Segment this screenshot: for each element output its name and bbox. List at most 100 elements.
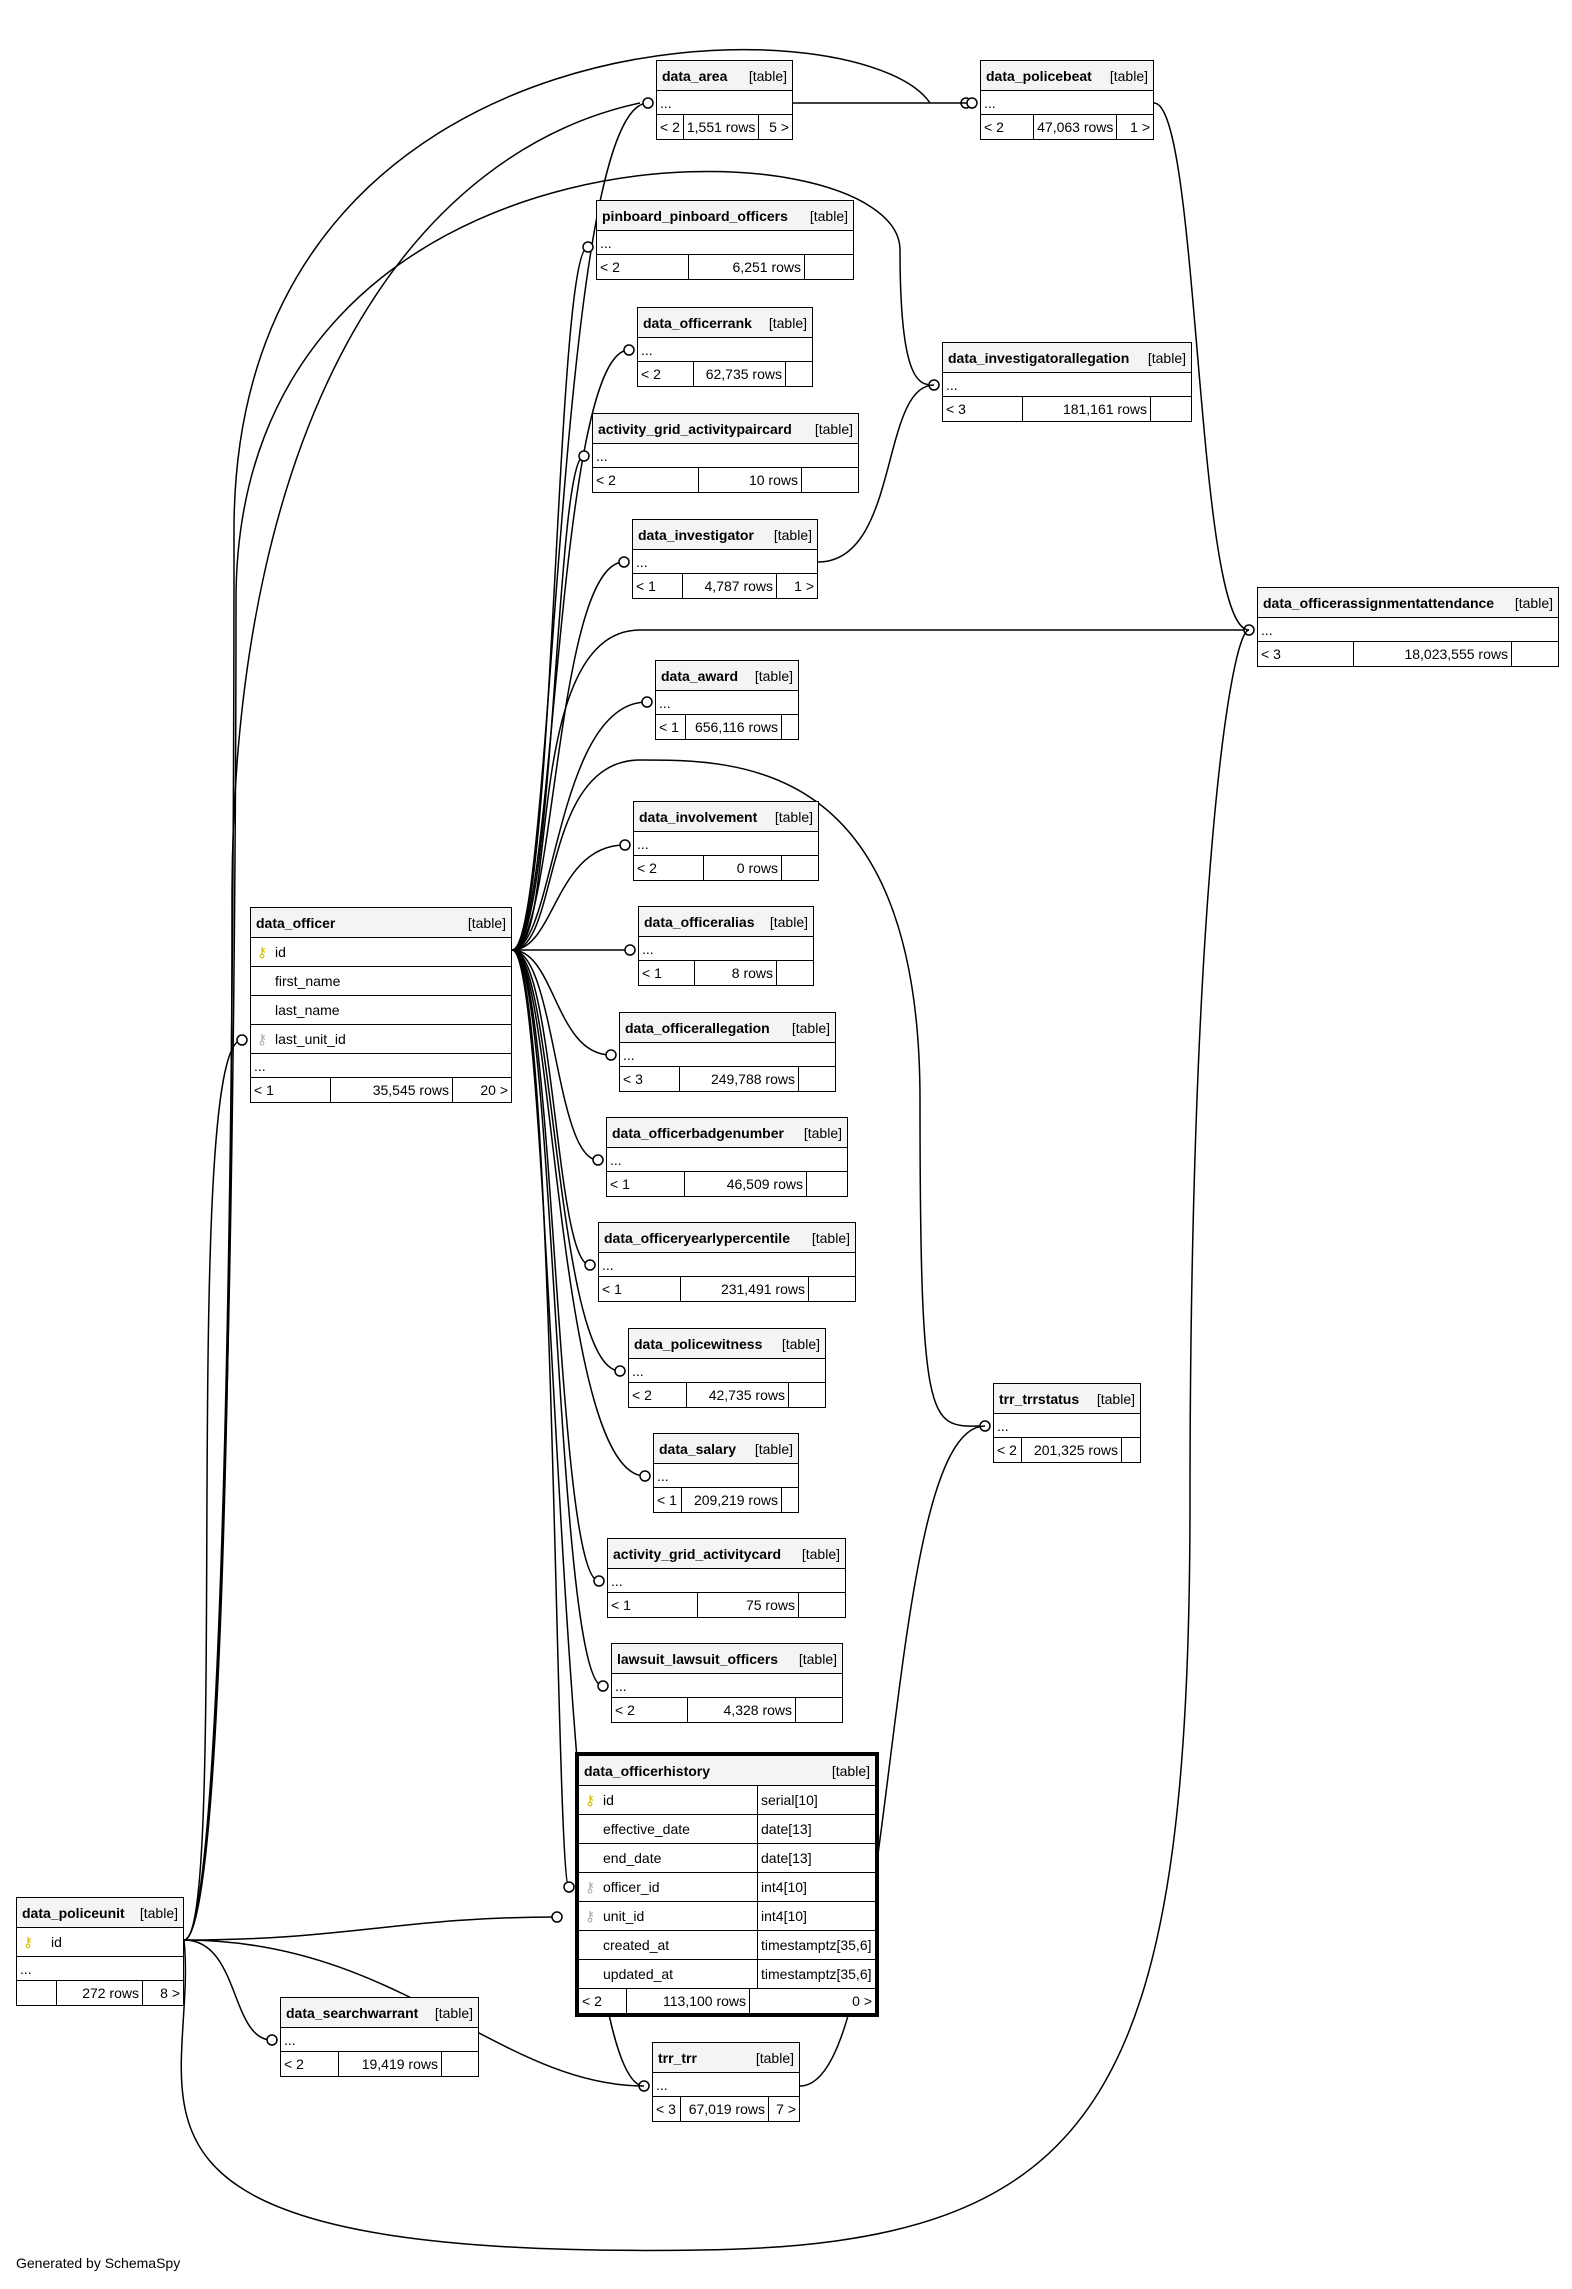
edge-officer-lawsuit_lawsuit_officers: [511, 949, 604, 1687]
table-header: data_officer[table]: [251, 908, 511, 938]
parent-count: < 1: [633, 574, 683, 598]
edge-end-circle: [614, 1365, 626, 1377]
child-count: [442, 2052, 478, 2076]
edge-policeunit-attendance: [180, 629, 1250, 2252]
more-columns: ...: [943, 373, 1191, 397]
column-row: ⚷ last_unit_id: [251, 1025, 511, 1054]
table-activity_grid_activitypaircard[interactable]: activity_grid_activitypaircard[table]...…: [592, 413, 859, 493]
child-count: 1 >: [794, 578, 814, 594]
edge-end-circle: [551, 1911, 563, 1923]
table-header: data_involvement[table]: [634, 802, 818, 832]
table-data_officer[interactable]: data_officer[table] ⚷ id first_name last_…: [250, 907, 512, 1103]
edge-end-circle: [597, 1680, 609, 1692]
row-count: 18,023,555 rows: [1354, 642, 1512, 666]
column-name: id: [275, 944, 286, 960]
edge-trr-trrstatus: [799, 1425, 986, 2087]
primary-key-icon: ⚷: [584, 1791, 596, 1808]
parent-count: < 3: [620, 1067, 680, 1091]
table-name: data_policeunit: [22, 1904, 125, 1921]
column-type: timestamptz[35,6]: [757, 1931, 875, 1959]
child-count: 5 >: [769, 119, 789, 135]
column-type: date[13]: [757, 1815, 875, 1843]
edge-officer-officerhistory: [511, 949, 570, 1888]
table-header: activity_grid_activitypaircard[table]: [593, 414, 858, 444]
table-data_policeunit[interactable]: data_policeunit[table] ⚷id ... 272 rows …: [16, 1897, 184, 2006]
parent-count: < 1: [251, 1078, 331, 1102]
table-header: data_area[table]: [657, 61, 792, 91]
more-columns: ...: [654, 1464, 798, 1488]
parent-count: < 2: [579, 1989, 627, 2013]
child-count: 20 >: [480, 1082, 508, 1098]
child-count: [809, 1277, 855, 1301]
table-header: data_officerallegation[table]: [620, 1013, 835, 1043]
table-name: trr_trrstatus: [999, 1390, 1080, 1407]
table-name: activity_grid_activitypaircard: [598, 420, 792, 437]
table-name: data_investigatorallegation: [948, 349, 1130, 366]
edge-officer-trr_trrstatus: [511, 759, 986, 1427]
table-footer: 272 rows 8 >: [17, 1981, 183, 2005]
table-name: pinboard_pinboard_officers: [602, 207, 788, 224]
row-count: 181,161 rows: [1023, 397, 1151, 421]
column-type: date[13]: [757, 1844, 875, 1872]
column-type: int4[10]: [757, 1873, 875, 1901]
edge-investigator-investigatorallegation: [817, 384, 935, 563]
edge-end-circle: [593, 1575, 605, 1587]
edge-end-circle: [641, 696, 653, 708]
edge-officer-activity_grid_activitycard: [511, 949, 600, 1582]
table-data_officerassignmentattendance[interactable]: data_officerassignmentattendance[table].…: [1257, 587, 1559, 667]
row-count: 67,019 rows: [681, 2097, 769, 2121]
row-count: 1,551 rows: [684, 115, 760, 139]
child-count: [802, 468, 858, 492]
child-count: 1 >: [1130, 119, 1150, 135]
foreign-key-icon: ⚷: [256, 1030, 268, 1047]
table-name: data_involvement: [639, 808, 758, 825]
row-count: 42,735 rows: [687, 1383, 789, 1407]
more-columns: ...: [607, 1148, 847, 1172]
table-header: data_officerassignmentattendance[table]: [1258, 588, 1558, 618]
child-count: [805, 255, 853, 279]
primary-key-icon: ⚷: [22, 1933, 34, 1950]
table-name: lawsuit_lawsuit_officers: [617, 1650, 779, 1667]
table-data_officeryearlypercentile[interactable]: data_officeryearlypercentile[table]...< …: [598, 1222, 856, 1302]
table-header: data_salary[table]: [654, 1434, 798, 1464]
table-kind: [table]: [434, 2004, 473, 2021]
row-count: 4,787 rows: [683, 574, 777, 598]
row-count: 46,509 rows: [685, 1172, 807, 1196]
parent-count: < 1: [656, 715, 686, 739]
row-count: 6,251 rows: [689, 255, 805, 279]
table-name: data_policewitness: [634, 1335, 763, 1352]
parent-count: < 2: [629, 1383, 687, 1407]
table-data_investigatorallegation[interactable]: data_investigatorallegation[table]...< 3…: [942, 342, 1192, 422]
table-header: lawsuit_lawsuit_officers[table]: [612, 1644, 842, 1674]
column-name: last_unit_id: [275, 1031, 346, 1047]
more-columns: ...: [281, 2028, 478, 2052]
table-header: data_investigator[table]: [633, 520, 817, 550]
table-header: trr_trrstatus[table]: [994, 1384, 1140, 1414]
column-row: first_name: [251, 967, 511, 996]
